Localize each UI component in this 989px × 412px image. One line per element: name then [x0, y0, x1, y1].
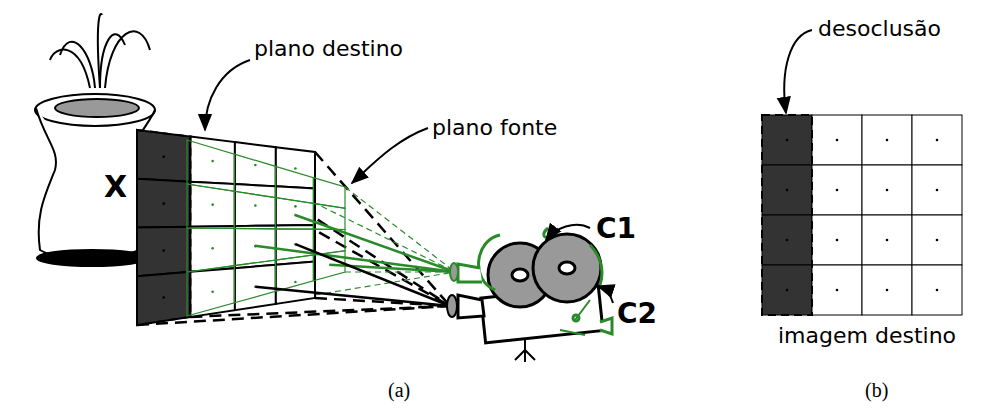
region-label: X [104, 172, 127, 202]
image-label: imagem destino [778, 325, 956, 347]
camera-label: C2 [617, 300, 657, 328]
plane-label: plano fonte [432, 117, 557, 139]
camera-c1 [450, 228, 602, 335]
camera-label: C1 [596, 215, 636, 243]
leader-lines [205, 30, 812, 303]
camera-c2 [447, 234, 612, 362]
callout-label: desoclusão [818, 18, 941, 40]
subfigure-caption: (b) [865, 380, 888, 400]
target-image-grid [762, 115, 962, 315]
subfigure-caption: (a) [388, 380, 410, 400]
planes-grid [137, 130, 455, 325]
plane-label: plano destino [254, 38, 403, 60]
